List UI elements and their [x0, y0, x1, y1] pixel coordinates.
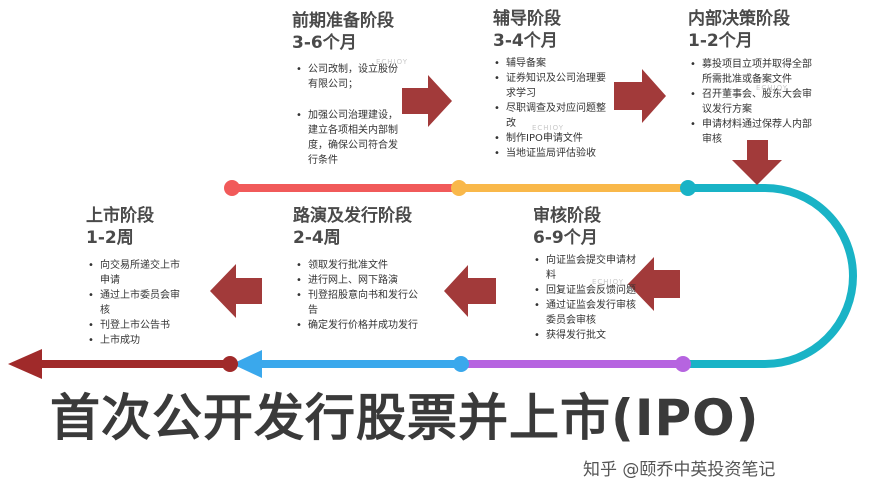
list-item: 通过证监会发行审核委员会审核	[532, 298, 644, 328]
stage-4-heading: 审核阶段 6-9个月	[533, 205, 601, 249]
list-item: 确定发行价格并成功发行	[294, 318, 424, 333]
list-item: 向交易所递交上市申请	[86, 258, 186, 288]
stage-4-duration: 6-9个月	[533, 228, 598, 248]
stage-3-duration: 1-2个月	[688, 31, 753, 51]
stage-4-title: 审核阶段	[533, 206, 601, 226]
stage-6-steps: 向交易所递交上市申请 通过上市委员会审核 刊登上市公告书 上市成功	[86, 258, 186, 348]
timeline-node-5	[453, 356, 469, 372]
stage-5-heading: 路演及发行阶段 2-4周	[293, 205, 412, 249]
list-item: 刊登招股意向书和发行公告	[294, 288, 424, 318]
list-item: 回复证监会反馈问题	[532, 283, 644, 298]
stage-3-heading: 内部决策阶段 1-2个月	[688, 8, 790, 52]
timeline-node-6	[222, 356, 238, 372]
stage-1-title: 前期准备阶段	[292, 11, 394, 31]
main-title: 首次公开发行股票并上市(IPO)	[50, 389, 760, 447]
list-item: 获得发行批文	[532, 328, 644, 343]
timeline-node-2	[451, 180, 467, 196]
stage-2-duration: 3-4个月	[493, 31, 558, 51]
stage-1-heading: 前期准备阶段 3-6个月	[292, 10, 394, 54]
stage-3-steps: 募投项目立项并取得全部所需批准或备案文件 召开董事会、股东大会审议发行方案 申请…	[688, 57, 818, 147]
list-item: 通过上市委员会审核	[86, 288, 186, 318]
flow-arrow-right-2	[614, 69, 666, 123]
stage-5-title: 路演及发行阶段	[293, 206, 412, 226]
list-item: 进行网上、网下路演	[294, 273, 424, 288]
flow-arrow-left-2	[444, 265, 496, 317]
timeline-segment-teal	[683, 184, 857, 368]
stage-1-duration: 3-6个月	[292, 33, 357, 53]
stage-6-duration: 1-2周	[86, 228, 134, 248]
list-item: 申请材料通过保荐人内部审核	[688, 117, 818, 147]
timeline-end-arrowhead	[8, 349, 42, 379]
list-item: 证券知识及公司治理要求学习	[492, 71, 610, 101]
list-item: 刊登上市公告书	[86, 318, 186, 333]
list-item: 向证监会提交申请材料	[532, 253, 644, 283]
stage-2-heading: 辅导阶段 3-4个月	[493, 8, 561, 52]
stage-2-title: 辅导阶段	[493, 9, 561, 29]
list-item: 加强公司治理建设，建立各项相关内部制度，确保公司符合发行条件	[294, 108, 398, 168]
list-item: 当地证监局评估验收	[492, 146, 610, 161]
list-item: 募投项目立项并取得全部所需批准或备案文件	[688, 57, 818, 87]
watermark: ECHIOY	[532, 124, 565, 132]
list-item: 制作IPO申请文件	[492, 131, 610, 146]
stage-6-heading: 上市阶段 1-2周	[86, 205, 154, 249]
timeline-node-3	[680, 180, 696, 196]
list-item: 召开董事会、股东大会审议发行方案	[688, 87, 818, 117]
watermark: ECHIOY	[756, 84, 789, 92]
flow-arrow-right-1	[402, 75, 452, 127]
stage-3-title: 内部决策阶段	[688, 9, 790, 29]
list-item: 辅导备案	[492, 56, 610, 71]
flow-arrow-down	[732, 140, 782, 185]
flow-arrow-left-3	[210, 264, 262, 318]
timeline-blue-arrowhead	[232, 350, 262, 378]
list-item: 领取发行批准文件	[294, 258, 424, 273]
watermark: ECHIOY	[592, 278, 625, 286]
stage-2-steps: 辅导备案 证券知识及公司治理要求学习 尽职调查及对应问题整改 制作IPO申请文件…	[492, 56, 610, 161]
stage-4-steps: 向证监会提交申请材料 回复证监会反馈问题 通过证监会发行审核委员会审核 获得发行…	[532, 253, 644, 343]
stage-6-title: 上市阶段	[86, 206, 154, 226]
stage-5-duration: 2-4周	[293, 228, 341, 248]
list-item: 公司改制，设立股份有限公司；	[294, 62, 398, 92]
list-item: 上市成功	[86, 333, 186, 348]
list-item: 尽职调查及对应问题整改	[492, 101, 610, 131]
watermark: ECHIOY	[376, 58, 409, 66]
stage-1-steps: 公司改制，设立股份有限公司； 加强公司治理建设，建立各项相关内部制度，确保公司符…	[294, 62, 398, 168]
source-credit: 知乎 @颐乔中英投资笔记	[583, 460, 776, 480]
timeline-node-4	[675, 356, 691, 372]
stage-5-steps: 领取发行批准文件 进行网上、网下路演 刊登招股意向书和发行公告 确定发行价格并成…	[294, 258, 424, 333]
timeline-node-1	[224, 180, 240, 196]
